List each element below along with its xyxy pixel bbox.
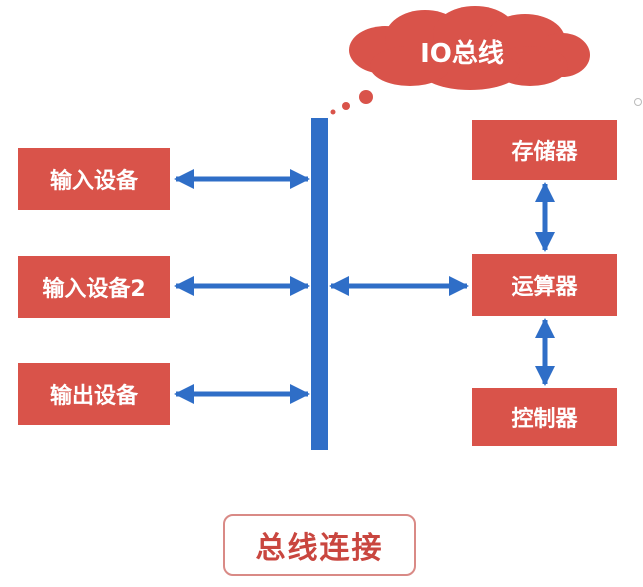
- alu-box: 运算器: [472, 254, 617, 316]
- output-device-box: 输出设备: [18, 363, 170, 425]
- output-device-label: 输出设备: [49, 384, 138, 409]
- io-bus-label: IO总线: [420, 38, 504, 69]
- alu-label: 运算器: [511, 275, 578, 300]
- input-device-box: 输入设备: [18, 148, 170, 210]
- controller-box: 控制器: [472, 388, 617, 446]
- cloud-tail-dot-2: [342, 102, 350, 110]
- memory-label: 存储器: [511, 140, 578, 165]
- edge-dot-icon: [634, 98, 642, 106]
- system-bus-bar: [311, 118, 328, 450]
- input-device-2-box: 输入设备2: [18, 256, 170, 318]
- caption-label: 总线连接: [255, 531, 384, 566]
- memory-box: 存储器: [472, 120, 617, 180]
- controller-label: 控制器: [511, 407, 578, 432]
- input-device-2-label: 输入设备2: [42, 277, 146, 302]
- caption-box: 总线连接: [223, 514, 416, 576]
- cloud-tail-dot-3: [330, 109, 336, 115]
- input-device-label: 输入设备: [49, 169, 138, 194]
- cloud-tail-dot-1: [359, 90, 373, 104]
